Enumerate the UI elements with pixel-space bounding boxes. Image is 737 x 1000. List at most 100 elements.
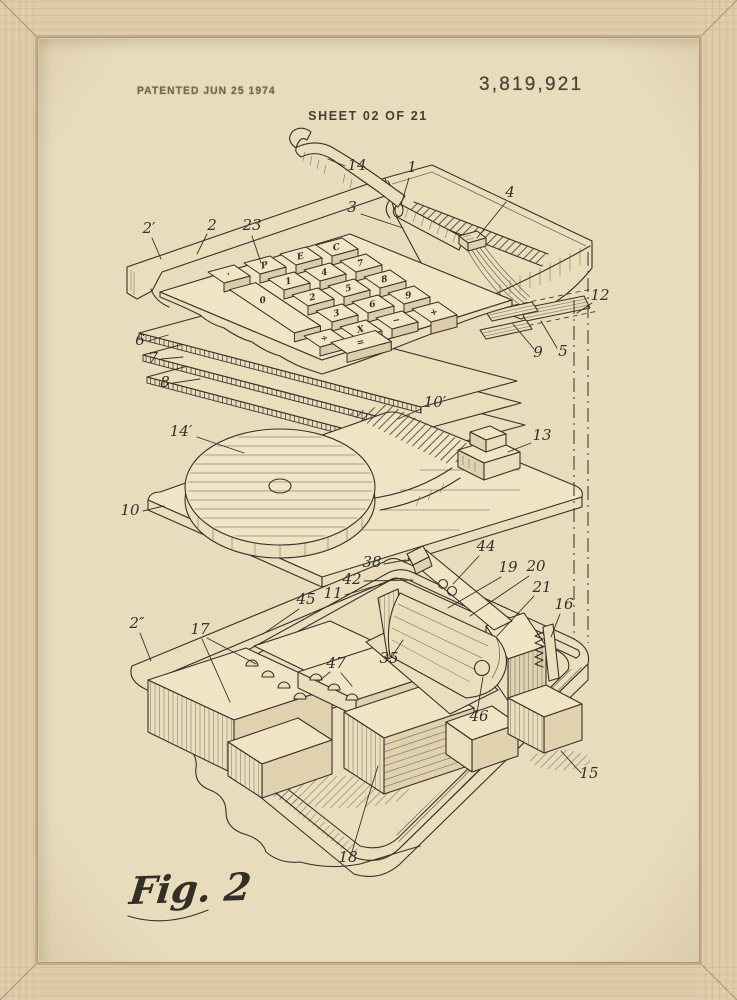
ref-label-5: 5 [558, 342, 568, 360]
ref-label-11: 11 [323, 584, 342, 602]
key-label-8: 8 [380, 274, 389, 285]
leader-35 [392, 639, 404, 656]
ref-label-10′: 10′ [424, 393, 447, 411]
ref-label-46: 46 [468, 707, 489, 725]
key-label-+: + [429, 307, 438, 318]
key-·: · [207, 264, 251, 293]
leader-11 [344, 583, 383, 596]
key-+: + [411, 301, 458, 335]
flex-sheet [348, 404, 488, 464]
ref-label-8: 8 [160, 373, 170, 391]
leader-14′ [196, 436, 245, 454]
leader-47 [318, 671, 331, 682]
leader-9 [512, 323, 535, 350]
key-label-÷: ÷ [320, 333, 329, 344]
ref-label-12: 12 [590, 286, 609, 304]
ref-label-19: 19 [498, 558, 518, 576]
figure-label: Fig. 2 [127, 863, 254, 914]
ref-label-35: 35 [379, 649, 398, 667]
ref-label-2: 2 [206, 216, 217, 234]
ref-label-14: 14 [347, 156, 366, 174]
ref-label-2″: 2″ [128, 614, 145, 632]
ref-label-2′: 2′ [142, 219, 157, 237]
leader-21 [496, 595, 535, 637]
ref-label-47: 47 [325, 654, 346, 672]
leader2-47 [340, 672, 353, 687]
leader-10′ [397, 408, 422, 420]
key-E: E [279, 246, 323, 275]
connector-band [479, 288, 599, 340]
ref-label-42: 42 [341, 570, 361, 588]
printer-drum-assembly [365, 545, 547, 715]
key-label-−: − [392, 315, 401, 326]
key-label-·: · [226, 270, 231, 280]
key-P: P [243, 255, 287, 284]
ref-label-18: 18 [338, 848, 357, 866]
ref-label-6: 6 [135, 331, 145, 349]
ref-label-13: 13 [532, 426, 551, 444]
leader-3 [360, 213, 404, 229]
leader-6 [147, 334, 169, 342]
key-C: C [315, 237, 359, 266]
leader-38 [383, 559, 407, 565]
ref-label-44: 44 [475, 537, 495, 555]
key-label-9: 9 [404, 290, 413, 301]
speaker-disc [184, 428, 376, 559]
key-label-5: 5 [344, 284, 352, 295]
key-8: 8 [363, 269, 407, 298]
key-label-=: = [356, 337, 365, 348]
ref-label-1: 1 [407, 158, 417, 176]
leader-7 [160, 356, 184, 360]
leader-13 [507, 442, 532, 453]
flex-ribbon [289, 127, 406, 208]
ref-label-15: 15 [579, 764, 598, 782]
ref-label-20: 20 [525, 557, 546, 575]
ref-label-38: 38 [362, 553, 381, 571]
leader-8 [172, 378, 201, 384]
leader-20 [469, 575, 530, 617]
alignment-dash-dot-lines [573, 252, 589, 646]
key-label-0: 0 [259, 295, 268, 306]
key-label-X: X [355, 324, 366, 336]
key-label-4: 4 [320, 268, 328, 279]
figure-label-flourish [127, 909, 209, 922]
leader-2 [196, 233, 208, 255]
ref-label-23: 23 [241, 216, 261, 234]
key-2: 2 [291, 287, 335, 316]
key-label-1: 1 [284, 277, 292, 288]
leader-42 [363, 579, 414, 582]
key-=: = [330, 330, 392, 363]
ref-label-7: 7 [148, 349, 158, 367]
leader-46 [476, 676, 484, 714]
leader-1 [400, 177, 410, 206]
key-label-7: 7 [356, 258, 365, 269]
leader-17 [201, 638, 231, 703]
key-label-C: C [332, 242, 342, 253]
key-9: 9 [387, 285, 431, 314]
leader-4 [476, 201, 507, 239]
patent-number: 3,819,921 [479, 74, 584, 95]
leader-2′ [151, 237, 162, 260]
spring-contact [534, 623, 560, 682]
key-label-2: 2 [308, 293, 317, 304]
front-block [227, 717, 333, 799]
small-box [445, 705, 519, 773]
leader-2″ [139, 632, 152, 662]
ref-label-45: 45 [295, 590, 315, 608]
mount-hole [473, 659, 491, 677]
ref-label-14′: 14′ [170, 422, 193, 440]
key-label-6: 6 [368, 299, 377, 310]
key-label-E: E [295, 251, 305, 262]
ref-label-17: 17 [190, 620, 210, 638]
ref-label-9: 9 [533, 343, 543, 361]
contact-domes-2 [309, 673, 359, 701]
leader2-17 [206, 637, 257, 665]
patent-date-stamp: PATENTED JUN 25 1974 [137, 85, 276, 97]
ref-label-21: 21 [531, 578, 551, 596]
ref-label-16: 16 [554, 595, 574, 613]
leader-5 [540, 320, 558, 349]
